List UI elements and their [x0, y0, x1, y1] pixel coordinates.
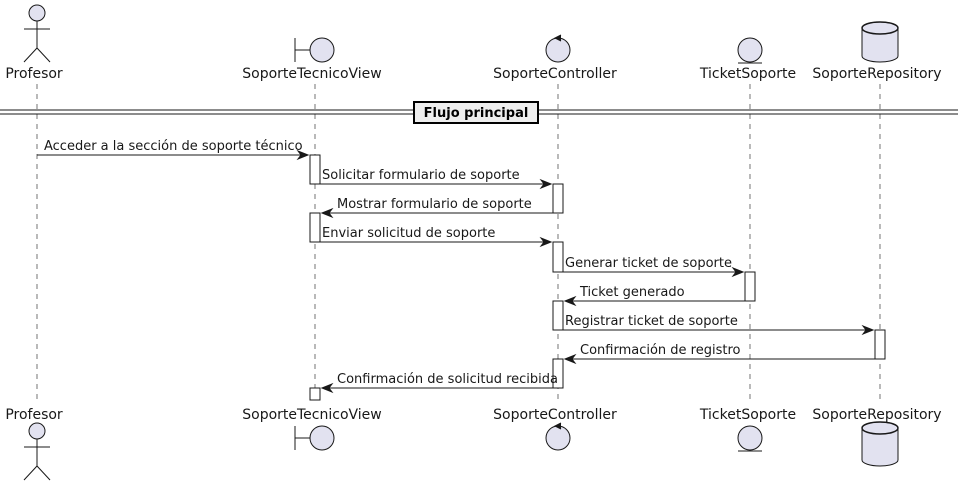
actor-icon: [23, 422, 51, 481]
participant-profesor-bottom: Profesor: [5, 407, 63, 481]
activation-bar: [552, 241, 564, 273]
participant-label: SoporteTecnicoView: [242, 66, 382, 82]
participant-soporte-controller-bottom: SoporteController: [493, 407, 617, 451]
activation-bar: [552, 358, 564, 389]
actor-icon: [23, 4, 51, 63]
message-label: Solicitar formulario de soporte: [322, 168, 520, 183]
message-4: Enviar solicitud de soporte: [320, 226, 553, 248]
message-label: Ticket generado: [579, 285, 685, 300]
participant-label: Profesor: [5, 66, 63, 82]
participant-soporte-tecnico-view-bottom: SoporteTecnicoView: [242, 407, 382, 451]
control-icon: [545, 34, 571, 63]
participant-label: TicketSoporte: [699, 66, 796, 82]
participant-soporte-tecnico-view-top: SoporteTecnicoView: [242, 37, 382, 82]
participant-label: Profesor: [5, 407, 63, 423]
activation-bar: [309, 212, 321, 243]
control-icon: [545, 422, 571, 451]
boundary-icon: [294, 37, 335, 63]
message-8: Confirmación de registro: [563, 343, 875, 365]
activation-bar: [744, 271, 756, 302]
activation-bar: [309, 154, 321, 185]
participant-label: SoporteRepository: [812, 66, 941, 82]
activation-bar: [552, 183, 564, 214]
message-2: Solicitar formulario de soporte: [320, 168, 553, 190]
divider-label: Flujo principal: [424, 106, 529, 121]
message-9: Confirmación de solicitud recibida: [320, 372, 558, 394]
message-7: Registrar ticket de soporte: [563, 314, 875, 336]
message-5: Generar ticket de soporte: [563, 256, 745, 278]
boundary-icon: [294, 425, 335, 451]
participant-soporte-repository-top: SoporteRepository: [812, 21, 942, 82]
message-label: Registrar ticket de soporte: [565, 314, 738, 329]
participant-ticket-soporte-top: TicketSoporte: [699, 37, 796, 82]
participant-soporte-repository-bottom: SoporteRepository: [812, 407, 942, 467]
message-label: Confirmación de registro: [580, 343, 741, 358]
entity-icon: [737, 425, 763, 452]
message-6: Ticket generado: [563, 285, 745, 307]
database-icon: [861, 421, 899, 467]
participant-label: SoporteTecnicoView: [242, 407, 382, 423]
participant-label: SoporteController: [493, 66, 617, 82]
message-1: Acceder a la sección de soporte técnico: [37, 139, 310, 161]
activation-bar: [874, 329, 886, 360]
database-icon: [861, 21, 899, 63]
message-label: Acceder a la sección de soporte técnico: [44, 139, 303, 154]
participant-ticket-soporte-bottom: TicketSoporte: [699, 407, 796, 452]
activation-bar: [552, 300, 564, 331]
message-label: Generar ticket de soporte: [565, 256, 732, 271]
message-label: Confirmación de solicitud recibida: [337, 372, 558, 387]
message-label: Enviar solicitud de soporte: [322, 226, 495, 241]
participant-soporte-controller-top: SoporteController: [493, 34, 617, 82]
participant-label: SoporteController: [493, 407, 617, 423]
activation-bar: [309, 387, 321, 401]
message-label: Mostrar formulario de soporte: [337, 197, 532, 212]
participant-profesor-top: Profesor: [5, 4, 63, 82]
participant-label: TicketSoporte: [699, 407, 796, 423]
entity-icon: [737, 37, 763, 64]
participant-label: SoporteRepository: [812, 407, 941, 423]
message-3: Mostrar formulario de soporte: [320, 197, 553, 219]
divider-flujo-principal: Flujo principal: [0, 101, 958, 124]
